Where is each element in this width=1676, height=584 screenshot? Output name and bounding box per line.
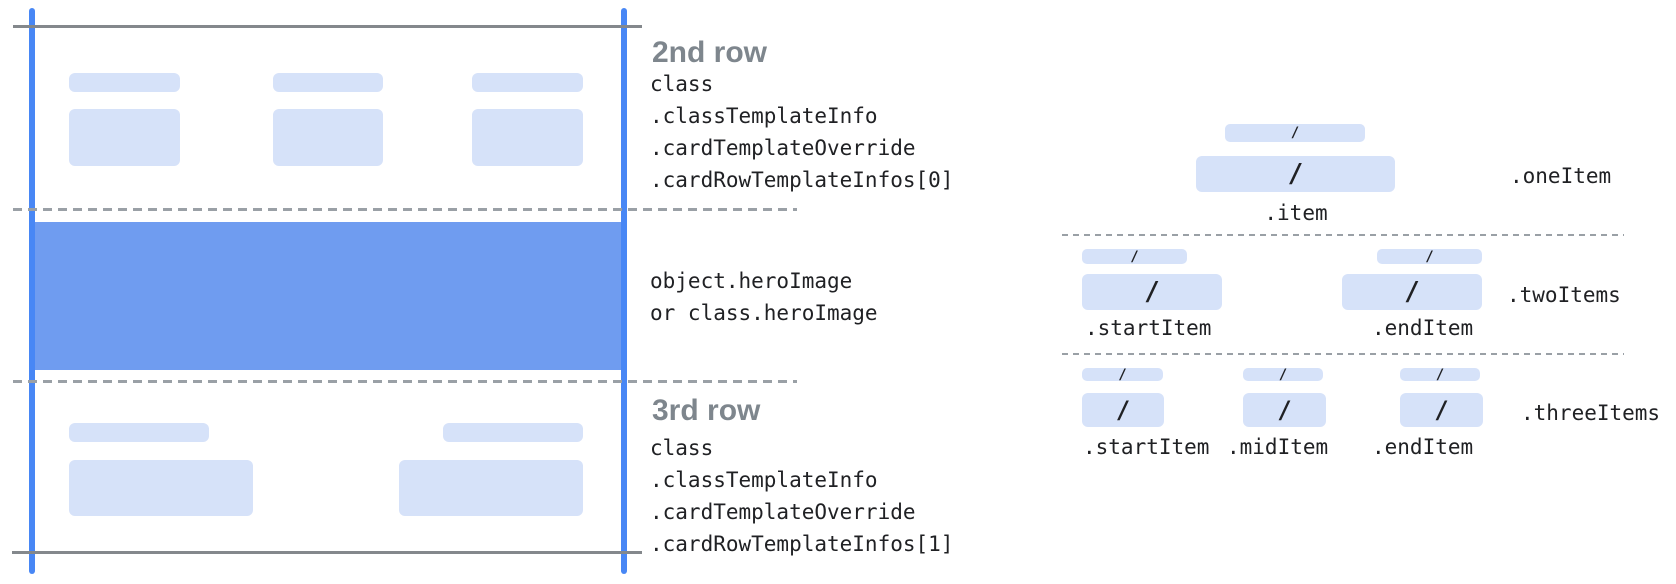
row3-start-label-placeholder bbox=[69, 423, 209, 442]
row3-code-block: class .classTemplateInfo .cardTemplateOv… bbox=[650, 432, 953, 560]
code-line: class bbox=[650, 436, 714, 460]
threeitems-start-label: .startItem bbox=[1083, 435, 1210, 459]
twoitems-layout-label: .twoItems bbox=[1507, 283, 1621, 307]
code-line: .cardRowTemplateInfos[0] bbox=[650, 168, 954, 192]
row3-end-label-placeholder bbox=[443, 423, 583, 442]
row2-item2-value-placeholder bbox=[273, 109, 383, 166]
row3-start-value-placeholder bbox=[69, 460, 253, 516]
card-right-edge-guide bbox=[621, 8, 627, 574]
threeitems-mid-label: .midItem bbox=[1227, 435, 1329, 459]
code-line: .cardTemplateOverride bbox=[650, 136, 916, 160]
row2-item2-label-placeholder bbox=[273, 73, 383, 92]
code-line: class bbox=[650, 72, 714, 96]
slash-placeholder-glyph: / bbox=[1434, 396, 1449, 424]
oneitem-layout-label: .oneItem bbox=[1510, 164, 1612, 188]
threeitems-start-value-placeholder: / bbox=[1082, 393, 1164, 427]
threeitems-start-label-placeholder: / bbox=[1082, 366, 1163, 383]
hero-row3-divider-dashed bbox=[13, 380, 797, 383]
slash-placeholder-glyph: / bbox=[1435, 366, 1445, 383]
slash-placeholder-glyph: / bbox=[1425, 248, 1434, 265]
twoitems-end-label: .endItem bbox=[1372, 316, 1474, 340]
card-top-edge-line bbox=[13, 25, 642, 28]
twoitems-start-value-placeholder: / bbox=[1082, 274, 1222, 310]
row2-item1-label-placeholder bbox=[69, 73, 180, 92]
slash-placeholder-glyph: / bbox=[1118, 366, 1127, 383]
code-line: or class.heroImage bbox=[650, 301, 878, 325]
row2-item3-label-placeholder bbox=[472, 73, 583, 92]
oneitem-label-placeholder: / bbox=[1225, 124, 1365, 142]
code-line: .classTemplateInfo bbox=[650, 468, 878, 492]
threeitems-mid-value-placeholder: / bbox=[1243, 393, 1326, 427]
row2-heading: 2nd row bbox=[652, 36, 768, 69]
slash-placeholder-glyph: / bbox=[1277, 396, 1292, 424]
row3-heading: 3rd row bbox=[652, 394, 761, 427]
row2-item1-value-placeholder bbox=[69, 109, 180, 166]
slash-placeholder-glyph: / bbox=[1278, 366, 1288, 383]
slash-placeholder-glyph: / bbox=[1144, 277, 1160, 307]
code-line: object.heroImage bbox=[650, 269, 853, 293]
twoitems-start-label: .startItem bbox=[1085, 316, 1212, 340]
oneitem-value-placeholder: / bbox=[1196, 156, 1395, 192]
hero-code-block: object.heroImage or class.heroImage bbox=[650, 265, 878, 329]
threeitems-mid-label-placeholder: / bbox=[1243, 366, 1323, 383]
threeitems-end-value-placeholder: / bbox=[1400, 393, 1483, 427]
slash-placeholder-glyph: / bbox=[1130, 248, 1139, 265]
row2-hero-divider-dashed bbox=[13, 208, 797, 211]
card-bottom-edge-line bbox=[12, 551, 642, 554]
row3-end-value-placeholder bbox=[399, 460, 583, 516]
threeitems-end-label-placeholder: / bbox=[1400, 366, 1480, 383]
slash-placeholder-glyph: / bbox=[1287, 159, 1304, 189]
oneitem-twoitems-divider-dashed bbox=[1062, 234, 1624, 236]
slash-placeholder-glyph: / bbox=[1115, 396, 1131, 424]
code-line: .cardTemplateOverride bbox=[650, 500, 916, 524]
code-line: .classTemplateInfo bbox=[650, 104, 878, 128]
threeitems-layout-label: .threeItems bbox=[1521, 401, 1661, 425]
twoitems-end-value-placeholder: / bbox=[1342, 274, 1482, 310]
row2-item3-value-placeholder bbox=[472, 109, 583, 166]
twoitems-threeitems-divider-dashed bbox=[1062, 353, 1624, 355]
code-line: .cardRowTemplateInfos[1] bbox=[650, 532, 954, 556]
row2-code-block: class .classTemplateInfo .cardTemplateOv… bbox=[650, 68, 953, 196]
oneitem-item-label: .item bbox=[1264, 201, 1328, 225]
twoitems-end-label-placeholder: / bbox=[1377, 249, 1482, 264]
threeitems-end-label: .endItem bbox=[1372, 435, 1474, 459]
hero-image-band bbox=[32, 222, 626, 370]
twoitems-start-label-placeholder: / bbox=[1082, 249, 1187, 264]
slash-placeholder-glyph: / bbox=[1404, 277, 1420, 307]
slash-placeholder-glyph: / bbox=[1290, 125, 1300, 141]
card-left-edge-guide bbox=[29, 8, 35, 574]
